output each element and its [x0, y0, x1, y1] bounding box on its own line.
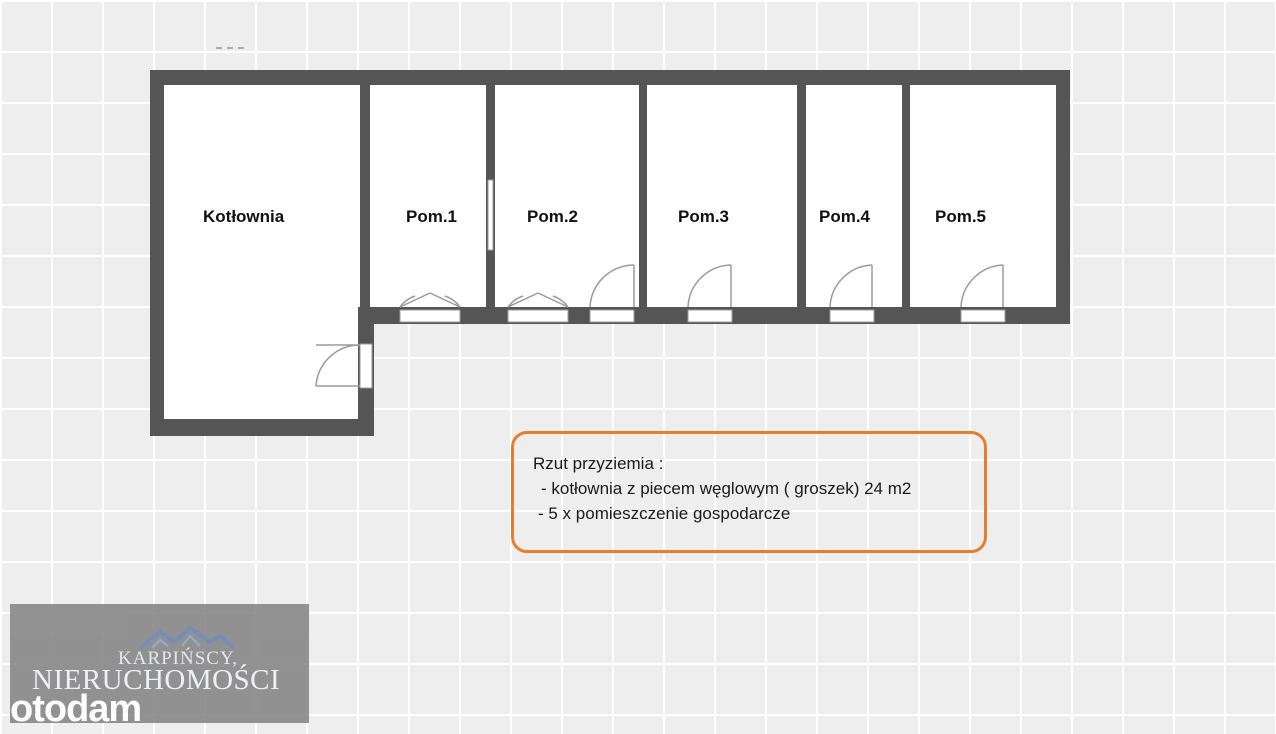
wall-div-3 — [639, 85, 647, 307]
walls — [150, 70, 1070, 436]
door-gap-pom5 — [960, 309, 1006, 323]
room-label-pom1: Pom.1 — [406, 207, 457, 226]
scale-dash — [216, 47, 244, 49]
note-line-utility-rooms: - 5 x pomieszczenie gospodarcze — [538, 504, 791, 523]
door-gap-pom3b — [687, 309, 733, 323]
floor-note-box: Rzut przyziemia : - kotłownia z piecem w… — [511, 431, 987, 553]
door-gap-pom3 — [589, 309, 635, 323]
window-pom2 — [507, 309, 569, 323]
note-title: Rzut przyziemia : — [533, 454, 664, 473]
wall-left — [150, 70, 164, 436]
wall-div-1 — [360, 85, 370, 307]
room-label-kotlownia: Kotłownia — [203, 207, 285, 226]
room-label-pom5: Pom.5 — [935, 207, 986, 226]
room-floors — [164, 85, 1056, 419]
wall-openings — [359, 179, 1006, 389]
room-label-pom4: Pom.4 — [819, 207, 871, 226]
sliding-door-div — [487, 179, 494, 251]
brand-main: NIERUCHOMOŚCI — [32, 664, 281, 696]
door-swings — [315, 264, 1004, 387]
wall-right-end — [1056, 70, 1070, 324]
room-label-pom3: Pom.3 — [678, 207, 729, 226]
wall-div-4 — [797, 85, 806, 307]
note-line-boiler-room: - kotłownia z piecem węglowym ( groszek)… — [541, 479, 912, 498]
door-gap-kotlownia — [359, 343, 373, 389]
window-pom1 — [399, 309, 461, 323]
wall-top — [150, 70, 1070, 85]
door-gap-pom4 — [829, 309, 875, 323]
roof-logo-icon — [138, 625, 236, 650]
room-label-pom2: Pom.2 — [527, 207, 578, 226]
wall-bottom-kotlownia — [150, 419, 374, 436]
brand-top: KARPIŃSCY, — [118, 648, 238, 669]
wall-div-5 — [902, 85, 910, 307]
room-labels: Kotłownia Pom.1 Pom.2 Pom.3 Pom.4 Pom.5 — [203, 207, 986, 226]
agency-watermark: KARPIŃSCY, NIERUCHOMOŚCI otodam — [10, 604, 309, 730]
site-watermark: otodam — [10, 688, 142, 730]
